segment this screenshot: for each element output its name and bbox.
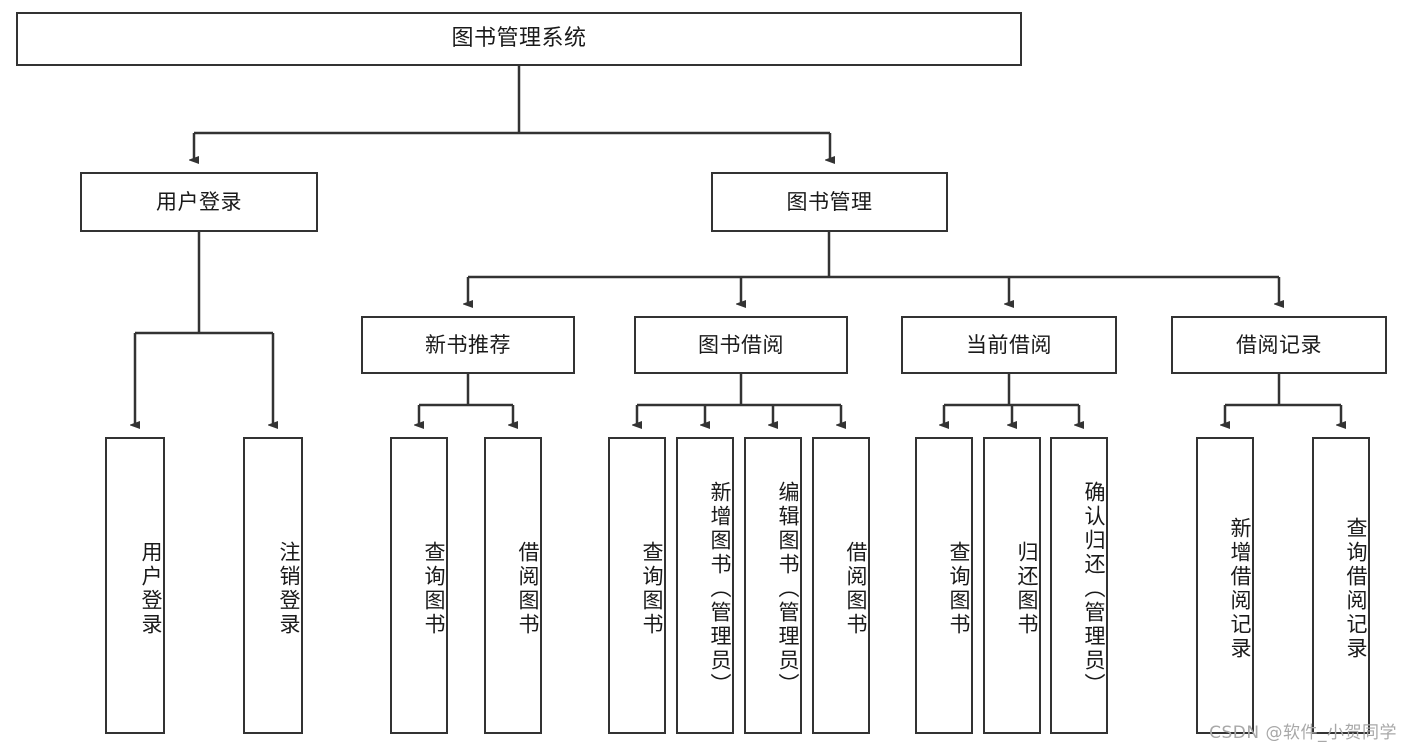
node-leaf-query-book-borrow-label: 查询图书 <box>640 540 664 637</box>
node-leaf-borrow-book-rec[interactable]: 借阅图书 <box>484 437 542 734</box>
node-leaf-add-book[interactable]: 新增图书（管理员） <box>676 437 734 734</box>
node-new-book-recommend-label: 新书推荐 <box>425 332 511 357</box>
node-leaf-borrow-book-label: 借阅图书 <box>844 540 868 637</box>
node-leaf-logout[interactable]: 注销登录 <box>243 437 303 734</box>
node-leaf-user-login[interactable]: 用户登录 <box>105 437 165 734</box>
node-leaf-return-book[interactable]: 归还图书 <box>983 437 1041 734</box>
node-book-manage-label: 图书管理 <box>786 189 873 214</box>
node-current-borrow[interactable]: 当前借阅 <box>901 316 1117 374</box>
node-leaf-query-record-label: 查询借阅记录 <box>1344 516 1368 661</box>
node-book-borrow-label: 图书借阅 <box>698 332 784 357</box>
node-leaf-logout-label: 注销登录 <box>277 540 301 637</box>
node-user-login[interactable]: 用户登录 <box>80 172 318 232</box>
node-leaf-confirm-return[interactable]: 确认归还（管理员） <box>1050 437 1108 734</box>
node-leaf-edit-book[interactable]: 编辑图书（管理员） <box>744 437 802 734</box>
node-leaf-edit-book-label: 编辑图书（管理员） <box>776 480 800 697</box>
node-leaf-return-book-label: 归还图书 <box>1015 540 1039 637</box>
node-root-label: 图书管理系统 <box>451 26 587 52</box>
node-leaf-add-book-label: 新增图书（管理员） <box>708 480 732 697</box>
node-leaf-borrow-book[interactable]: 借阅图书 <box>812 437 870 734</box>
node-borrow-record-label: 借阅记录 <box>1236 332 1322 357</box>
node-leaf-confirm-return-label: 确认归还（管理员） <box>1082 480 1106 697</box>
node-root[interactable]: 图书管理系统 <box>16 12 1022 66</box>
node-leaf-query-book-cur[interactable]: 查询图书 <box>915 437 973 734</box>
node-leaf-query-book-borrow[interactable]: 查询图书 <box>608 437 666 734</box>
node-leaf-query-book-rec[interactable]: 查询图书 <box>390 437 448 734</box>
node-leaf-add-record[interactable]: 新增借阅记录 <box>1196 437 1254 734</box>
node-user-login-label: 用户登录 <box>156 189 242 214</box>
node-leaf-add-record-label: 新增借阅记录 <box>1228 516 1252 661</box>
node-book-manage[interactable]: 图书管理 <box>711 172 948 232</box>
node-book-borrow[interactable]: 图书借阅 <box>634 316 848 374</box>
watermark: CSDN @软件_小贺同学 <box>1209 723 1397 743</box>
node-leaf-user-login-label: 用户登录 <box>139 540 163 637</box>
node-leaf-query-record[interactable]: 查询借阅记录 <box>1312 437 1370 734</box>
node-leaf-query-book-cur-label: 查询图书 <box>947 540 971 637</box>
node-leaf-query-book-rec-label: 查询图书 <box>422 540 446 637</box>
node-current-borrow-label: 当前借阅 <box>966 332 1052 357</box>
node-leaf-borrow-book-rec-label: 借阅图书 <box>516 540 540 637</box>
node-borrow-record[interactable]: 借阅记录 <box>1171 316 1387 374</box>
node-new-book-recommend[interactable]: 新书推荐 <box>361 316 575 374</box>
